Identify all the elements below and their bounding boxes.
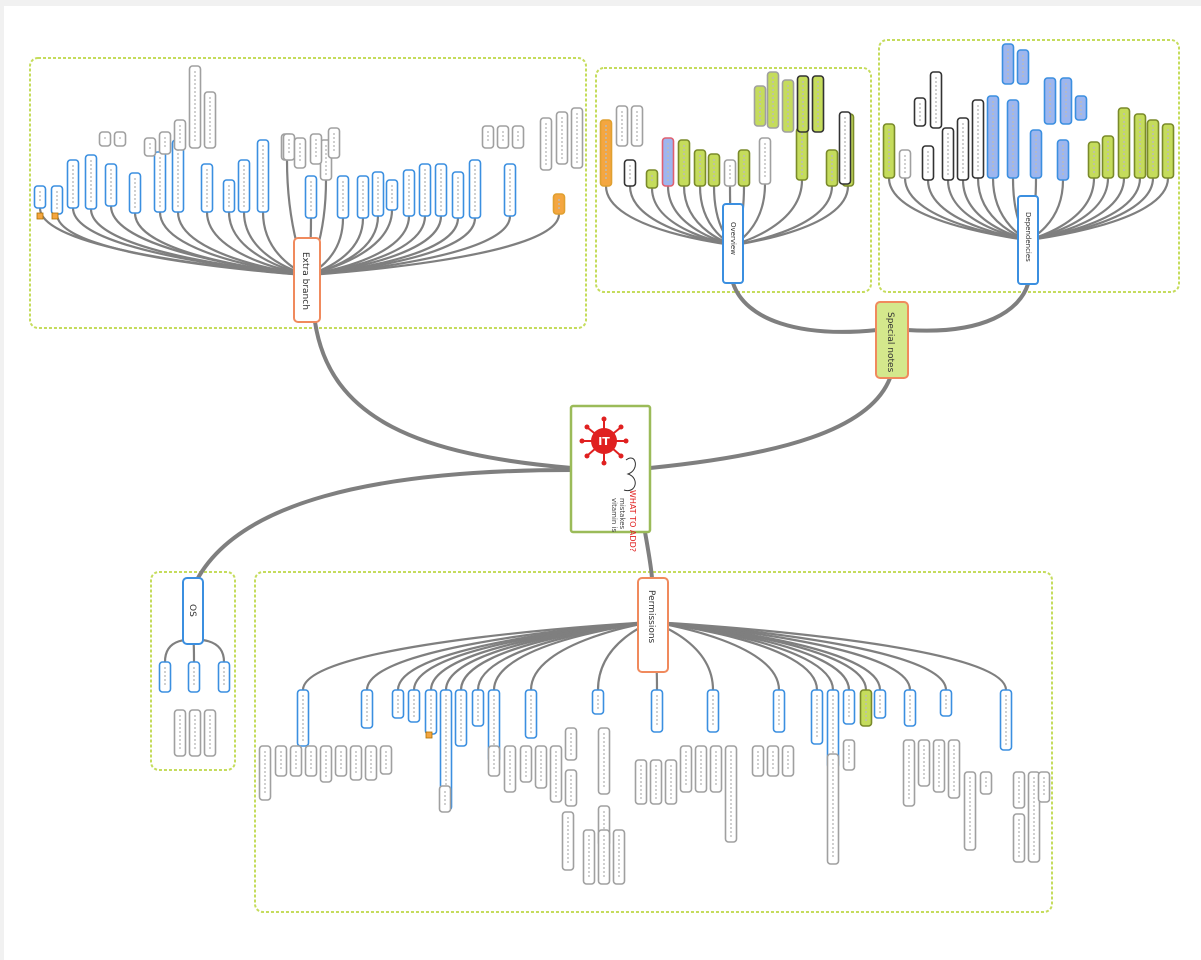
group-frame-bottom-right [254,571,1053,913]
fan-extra-leaf[interactable] [66,159,80,209]
group-frame-top-left [29,57,587,329]
fan-permissions-lower-leaf[interactable] [1012,813,1026,863]
note-icon [425,731,433,739]
branch-special-notes[interactable]: Special notes [875,301,909,379]
connector-special-deps [905,282,1030,333]
fan-overview-upper-leaf[interactable] [766,71,780,129]
fan-extra-leaf[interactable] [200,163,214,213]
fan-overview-upper-leaf[interactable] [811,75,825,133]
fan-deps-upper [913,43,1088,129]
main-connectors [190,281,1030,592]
virus-logo-icon: IT [579,416,636,492]
fan-overview-upper-leaf[interactable] [838,111,852,185]
fan-extra-upper [36,65,584,220]
left-edge [0,0,4,960]
fan-os [158,638,231,693]
fan-permissions-leaf[interactable] [454,689,468,747]
fan-deps-leaf[interactable] [1133,113,1147,179]
group-frame-top-middle [595,67,872,293]
fan-extra-leaf[interactable] [128,172,142,214]
connector-center-special [648,376,892,470]
branch-extra[interactable]: Extra branch [293,237,321,323]
branch-os[interactable]: OS [182,577,204,645]
fan-overview-upper-leaf[interactable] [615,105,629,147]
top-edge [0,0,1201,6]
note-icon [36,212,59,220]
branch-os-label: OS [187,604,197,617]
branch-extra-label: Extra branch [300,252,310,310]
fan-os-lower [173,709,217,757]
fan-permissions-leaf[interactable] [407,689,421,723]
subtopic-overview[interactable]: Overview [722,203,744,284]
central-caption-red: WHAT TO ADD? [628,490,637,552]
fan-overview-upper [615,71,852,185]
fan-extra-leaf[interactable] [256,139,270,213]
central-node[interactable]: IT vitamin is mistakes WHAT TO ADD? [569,404,652,552]
fan-deps-upper-leaf[interactable] [1001,43,1015,85]
group-frames [29,39,1180,913]
fan-overview-upper-leaf[interactable] [753,85,767,127]
fan-deps-link [1027,177,1155,242]
group-frame-bottom-left [150,571,236,771]
branch-special-label: Special notes [885,312,895,373]
fan-deps-upper-leaf[interactable] [1074,95,1088,121]
fan-permissions-lower-leaf[interactable] [564,727,578,761]
subtopic-dependencies[interactable]: Dependencies [1017,195,1039,285]
fan-extra-upper-leaf[interactable] [203,91,217,149]
connector-center-os [190,468,574,592]
fan-permissions-lower-leaf[interactable] [724,745,738,843]
central-caption-1: vitamin is [610,498,618,532]
fan-deps-link [1027,177,1170,242]
fan-deps-leaf[interactable] [1056,139,1070,181]
fan-permissions-link [651,620,1008,691]
fan-extra-link [71,207,308,277]
fan-deps-leaf[interactable] [1029,129,1043,179]
connector-center-extra [313,320,574,470]
svg-text:IT: IT [598,435,610,448]
fan-overview-link [732,185,834,247]
subtopic-dependencies-label: Dependencies [1024,212,1032,262]
fan-permissions-leaf[interactable] [296,689,310,747]
fan-overview-leaf[interactable] [707,153,721,187]
fan-permissions-leaf[interactable] [524,689,538,739]
subtopic-overview-label: Overview [729,222,737,255]
fan-overview-leaf[interactable] [661,137,675,187]
branch-permissions-label: Permissions [646,590,656,644]
central-caption-2: mistakes [618,498,626,530]
connector-special-overview [731,281,879,334]
fan-deps-link [887,177,1029,242]
group-frame-top-right [878,39,1180,293]
fan-overview-upper-leaf[interactable] [630,105,644,147]
fan-permissions-lower-leaf[interactable] [549,745,563,803]
fan-overview-upper-leaf[interactable] [796,75,810,133]
branch-permissions[interactable]: Permissions [637,577,669,673]
fan-permissions-leaf[interactable] [591,689,605,715]
fan-deps-upper-leaf[interactable] [929,71,943,129]
fan-extra-leaf[interactable] [222,179,236,213]
fan-permissions-lower [258,727,1051,885]
